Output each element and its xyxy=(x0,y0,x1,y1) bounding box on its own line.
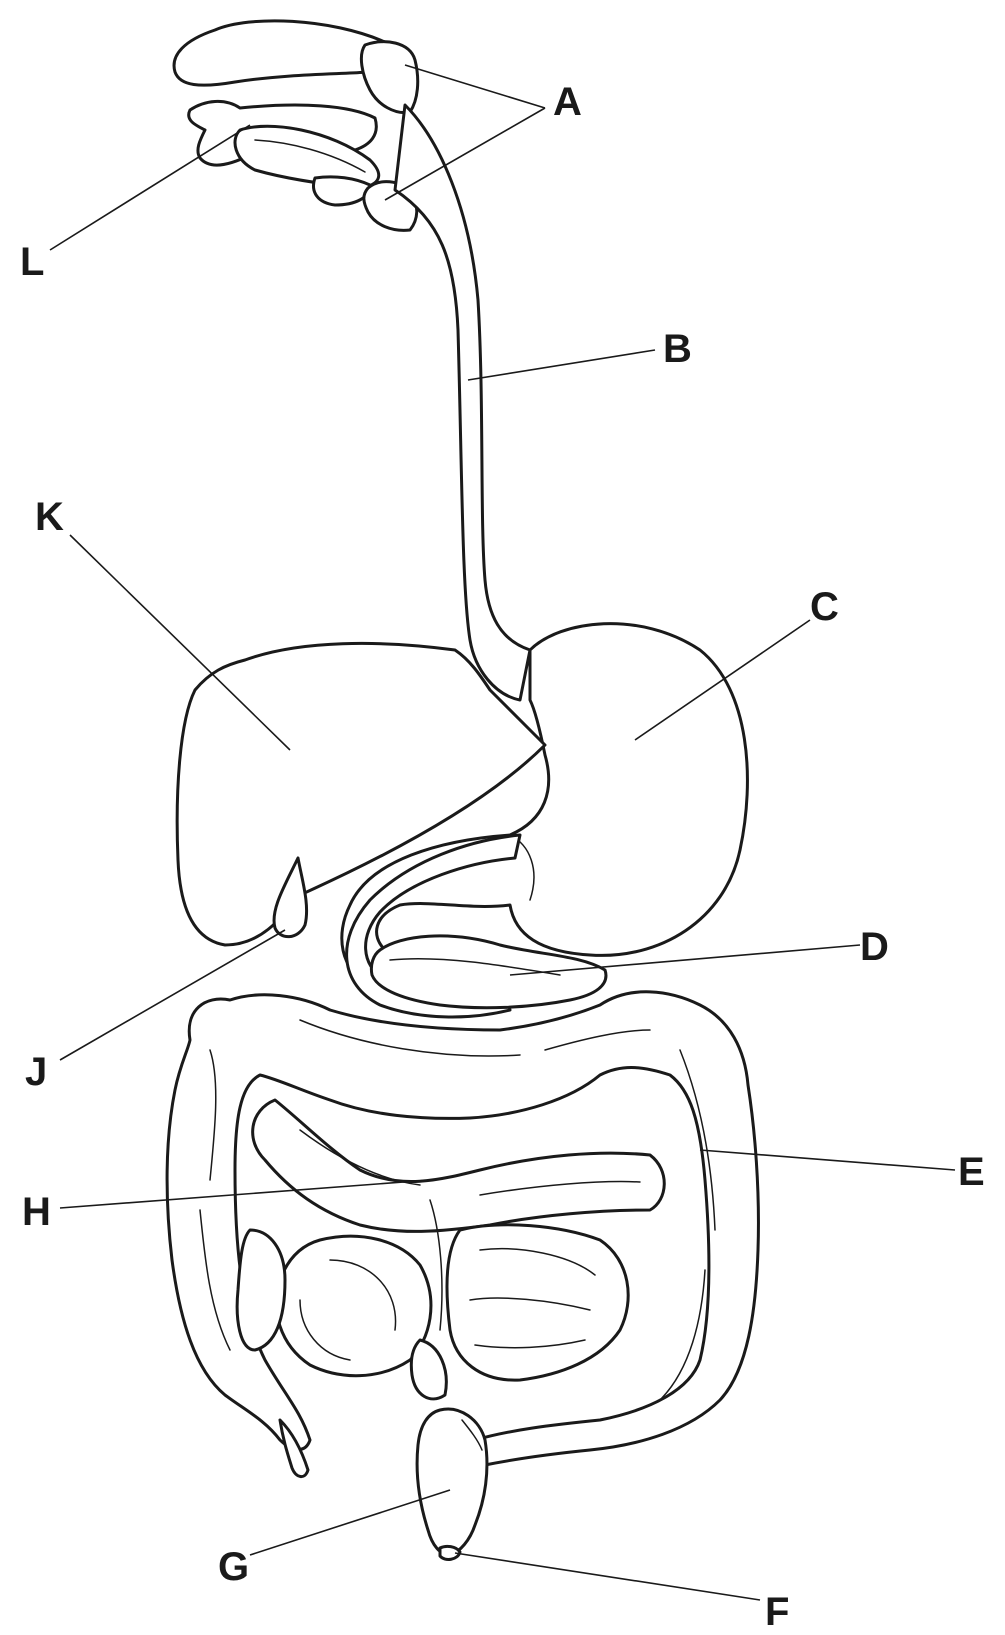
label-g: G xyxy=(218,1545,249,1589)
oral-cavity xyxy=(172,19,393,207)
stomach xyxy=(340,622,749,1004)
gallbladder xyxy=(272,856,309,939)
leader-f xyxy=(454,1552,761,1601)
rectum xyxy=(415,1407,489,1557)
appendix xyxy=(278,1418,310,1478)
large-intestine xyxy=(165,990,760,1467)
label-j: J xyxy=(25,1050,47,1094)
label-e: E xyxy=(958,1150,985,1194)
small-intestine xyxy=(235,1098,666,1401)
esophagus xyxy=(393,103,532,702)
leader-k xyxy=(69,534,291,751)
pancreas xyxy=(369,934,608,1010)
leader-l xyxy=(49,124,251,251)
label-c: C xyxy=(810,585,839,629)
leader-g xyxy=(249,1489,451,1556)
label-d: D xyxy=(860,925,889,969)
leader-e xyxy=(699,1149,956,1171)
label-l: L xyxy=(20,240,44,284)
leader-b xyxy=(467,349,656,381)
leader-lines xyxy=(49,64,956,1601)
label-f: F xyxy=(765,1590,789,1634)
leader-h xyxy=(59,1179,431,1209)
label-h: H xyxy=(22,1190,51,1234)
label-a: A xyxy=(553,80,582,124)
label-b: B xyxy=(663,327,692,371)
label-k: K xyxy=(35,495,64,539)
leader-a-upper xyxy=(404,64,546,109)
labels: A B C D E F G H J K L xyxy=(20,80,985,1634)
leader-j xyxy=(59,929,286,1061)
anus xyxy=(438,1544,462,1561)
leader-a-lower xyxy=(384,107,546,201)
leader-c xyxy=(634,619,811,741)
leader-d xyxy=(509,944,861,976)
rectum-anus xyxy=(415,1407,489,1561)
